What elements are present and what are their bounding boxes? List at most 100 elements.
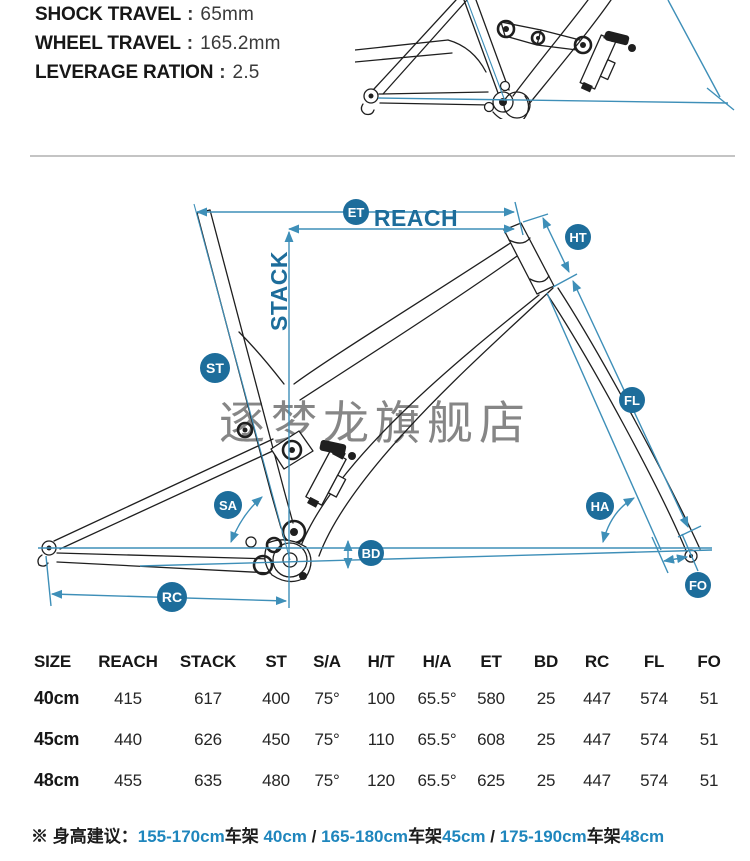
header-cell: BD (533, 652, 559, 671)
geometry-table: SIZE REACH STACK ST S/A H/T H/A ET BD RC FL FO 40cm 4… (30, 646, 730, 801)
size-recommendation-part: / (306, 827, 322, 846)
table-cell: 48cm (34, 770, 80, 790)
badge-st: ST (200, 353, 230, 383)
header-cell: S/A (313, 652, 341, 671)
spec-label: LEVERAGE RATION (35, 62, 214, 83)
header-cell: FO (697, 652, 721, 671)
badge-et: ET (343, 199, 369, 225)
table-cell: 625 (477, 770, 505, 790)
top-frame-drawing (355, 0, 735, 119)
header-cell: ET (480, 652, 502, 671)
svg-text:BD: BD (362, 546, 381, 561)
size-recommendation: ※ 身高建议：155-170cm车架 40cm / 165-180cm车架45c… (31, 822, 664, 847)
top-frame-dimension-lines (377, 0, 735, 111)
table-cell: 415 (114, 688, 142, 708)
spec-value: 165.2mm (200, 33, 281, 54)
svg-text:RC: RC (162, 589, 182, 605)
spec-label: WHEEL TRAVEL (35, 33, 181, 54)
spec-separator: : (187, 4, 194, 25)
table-cell: 51 (699, 770, 719, 790)
size-recommendation-part: 车架 (586, 827, 621, 846)
badge-fl: FL (619, 387, 645, 413)
table-cell: 25 (536, 770, 556, 790)
table-cell: 25 (536, 729, 556, 749)
table-cell: 440 (114, 729, 142, 749)
header-cell: H/A (422, 652, 452, 671)
table-cell: 574 (640, 729, 668, 749)
table-cell: 65.5° (417, 729, 457, 749)
size-recommendation-part: 48cm (620, 827, 665, 846)
table-cell: 608 (477, 729, 505, 749)
spec-row-leverage-ratio: LEVERAGE RATION : 2.5 (35, 62, 281, 91)
table-cell: 617 (194, 688, 222, 708)
size-recommendation-part: 车架 (224, 827, 264, 846)
table-cell: 75° (314, 729, 340, 749)
table-cell: 447 (583, 729, 611, 749)
header-cell: STACK (179, 652, 237, 671)
size-recommendation-part: 175-190cm (499, 827, 587, 846)
size-recommendation-part: 165-180cm (321, 827, 409, 846)
badge-ha: HA (586, 492, 614, 520)
table-cell: 455 (114, 770, 142, 790)
table-cell: 25 (536, 688, 556, 708)
size-recommendation-part: 40cm (263, 827, 307, 846)
svg-text:FL: FL (624, 393, 640, 408)
table-cell: 626 (194, 729, 222, 749)
table-cell: 120 (367, 770, 395, 790)
table-cell: 75° (314, 770, 340, 790)
spec-row-shock-travel: SHOCK TRAVEL : 65mm (35, 4, 281, 33)
badge-rc: RC (157, 582, 187, 612)
size-recommendation-part: 车架 (408, 827, 443, 846)
svg-text:HA: HA (591, 499, 610, 514)
table-cell: 40cm (34, 688, 80, 708)
size-recommendation-parts: 155-170cm车架 40cm / 165-180cm车架45cm / 175… (138, 827, 664, 846)
badges: ET HT ST FL SA HA BD FO RC (157, 199, 711, 612)
svg-text:ET: ET (348, 205, 365, 220)
table-cell: 450 (262, 729, 290, 749)
size-recommendation-part: / (485, 827, 500, 846)
table-cell: 65.5° (417, 688, 457, 708)
spec-separator: : (186, 33, 194, 54)
dimension-labels: REACH STACK (266, 205, 458, 331)
svg-text:SA: SA (219, 498, 238, 513)
header-cell: FL (643, 652, 665, 671)
svg-text:FO: FO (689, 578, 707, 593)
table-cell: 580 (477, 688, 505, 708)
table-cell: 480 (262, 770, 290, 790)
header-cell: ST (265, 652, 287, 671)
badge-sa: SA (214, 491, 242, 519)
table-cell: 574 (640, 688, 668, 708)
table-cell: 45cm (34, 729, 80, 749)
header-cell: SIZE (34, 652, 71, 671)
svg-text:HT: HT (569, 230, 586, 245)
table-cell: 400 (262, 688, 290, 708)
table-cell: 100 (367, 688, 395, 708)
spec-row-wheel-travel: WHEEL TRAVEL : 165.2mm (35, 33, 281, 62)
spec-value: 65mm (200, 4, 255, 25)
spec-block: SHOCK TRAVEL : 65mm WHEEL TRAVEL : 165.2… (35, 4, 281, 91)
table-cell: 447 (583, 770, 611, 790)
table-cell: 51 (699, 729, 719, 749)
table-cell: 51 (699, 688, 719, 708)
badge-fo: FO (685, 572, 711, 598)
top-frame-black-lines (355, 0, 636, 119)
table-cell: 635 (194, 770, 222, 790)
size-recommendation-prefix: ※ 身高建议： (31, 827, 138, 846)
header-cell: RC (584, 652, 610, 671)
header-cell: REACH (98, 652, 158, 671)
badge-ht: HT (565, 224, 591, 250)
stack-label: STACK (266, 251, 292, 331)
header-cell: H/T (367, 652, 395, 671)
geometry-diagram: 逐梦龙旗舰店 (37, 199, 713, 612)
badge-bd: BD (358, 540, 384, 566)
section-divider (30, 155, 735, 157)
reach-label: REACH (374, 205, 458, 231)
table-cell: 65.5° (417, 770, 457, 790)
table-cell: 447 (583, 688, 611, 708)
spec-label: SHOCK TRAVEL (35, 4, 182, 25)
table-cell: 574 (640, 770, 668, 790)
size-recommendation-part: 45cm (442, 827, 486, 846)
spec-value: 2.5 (232, 62, 260, 83)
svg-text:ST: ST (206, 360, 224, 376)
